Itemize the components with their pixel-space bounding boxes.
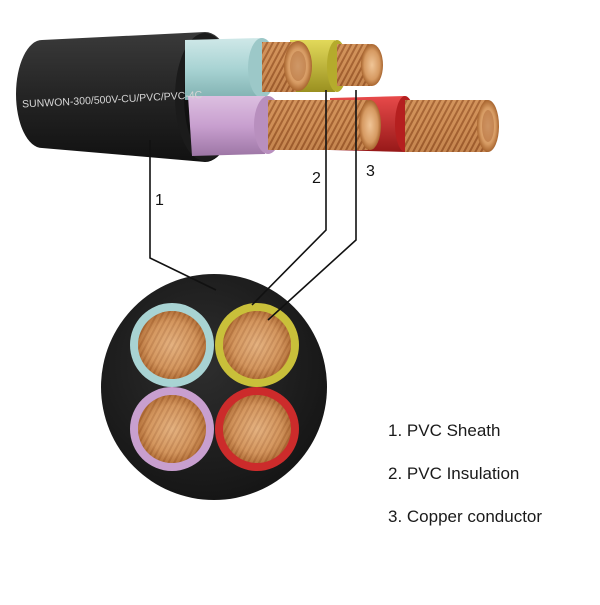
- leader-line-2: [251, 90, 327, 306]
- callout-number-1: 1: [155, 192, 164, 209]
- core-purple: [188, 96, 381, 156]
- callout-number-2: 2: [312, 170, 321, 187]
- legend-item-pvc-sheath: 1. PVC Sheath: [388, 421, 501, 440]
- cross-core-purple: [130, 387, 214, 471]
- legend-item-pvc-insulation: 2. PVC Insulation: [388, 464, 520, 483]
- core-blue: [185, 38, 312, 100]
- leader-line-1: [149, 140, 217, 291]
- cross-core-red: [215, 387, 299, 471]
- cross-section-sheath: [101, 274, 327, 500]
- callout-number-3: 3: [366, 163, 375, 180]
- leader-line-3: [267, 90, 357, 321]
- cable-cross-section: [101, 274, 327, 500]
- cable-side-view: SUNWON-300/500V-CU/PVC/PVC-4C: [16, 32, 499, 162]
- cross-core-yellow: [215, 303, 299, 387]
- leader-lines: [149, 90, 357, 321]
- legend: 1. PVC Sheath 2. PVC Insulation 3. Coppe…: [388, 418, 588, 547]
- legend-item-copper-conductor: 3. Copper conductor: [388, 507, 543, 526]
- cross-core-blue: [130, 303, 214, 387]
